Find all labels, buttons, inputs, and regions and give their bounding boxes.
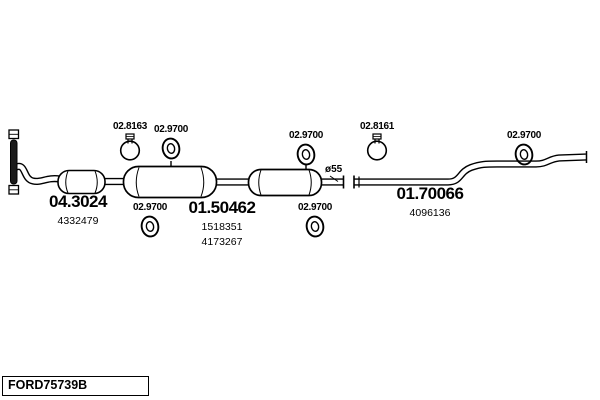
fitting-code: 02.8161 <box>359 121 395 132</box>
clamp-icon <box>366 133 388 161</box>
fitting-mount-bottom-1: 02.9700 <box>126 202 174 239</box>
rubber-ring-icon <box>514 143 534 166</box>
fitting-code: 02.9700 <box>153 124 189 135</box>
fitting-mount-top-1: 02.9700 <box>147 124 195 161</box>
part-ref: 4096136 <box>409 207 451 219</box>
fitting-mount-bottom-2: 02.9700 <box>291 202 339 239</box>
rubber-ring-icon <box>140 215 160 238</box>
diameter-leader-line <box>329 175 339 182</box>
part-ref: 4332479 <box>57 215 99 227</box>
rubber-ring-icon <box>296 143 316 166</box>
pipe-joints <box>342 151 588 189</box>
part-label-rear: 01.70066 4096136 <box>380 184 480 219</box>
fitting-clamp-b: 02.8161 <box>353 121 401 161</box>
fitting-mount-top-3: 02.9700 <box>500 130 548 167</box>
pipe-diameter-label: ø55 <box>325 164 343 175</box>
part-label-middle: 01.50462 1518351 4173267 <box>172 198 272 248</box>
fitting-code: 02.8163 <box>112 121 148 132</box>
rubber-ring-icon <box>161 137 181 160</box>
fitting-code: 02.9700 <box>132 202 168 213</box>
rubber-ring-icon <box>305 215 325 238</box>
clamp-icon <box>119 133 141 161</box>
part-code: 01.50462 <box>188 198 256 217</box>
rear-muffler <box>247 163 323 197</box>
fitting-code: 02.9700 <box>297 202 333 213</box>
part-code: 04.3024 <box>49 192 107 211</box>
part-code: 01.70066 <box>396 184 464 203</box>
drawing-code-box: FORD75739B <box>2 376 149 396</box>
drawing-code: FORD75739B <box>8 378 88 392</box>
fitting-clamp-a: 02.8163 <box>106 121 154 161</box>
center-muffler <box>122 161 218 199</box>
pipe-runs <box>14 153 587 186</box>
fitting-code: 02.9700 <box>288 130 324 141</box>
part-ref: 4173267 <box>201 236 243 248</box>
catalytic-converter <box>57 169 106 195</box>
fitting-code: 02.9700 <box>506 130 542 141</box>
inlet-flange <box>8 129 20 195</box>
part-ref: 1518351 <box>201 221 243 233</box>
part-label-front: 04.3024 4332479 <box>28 192 128 227</box>
fitting-mount-top-2: 02.9700 <box>282 130 330 167</box>
